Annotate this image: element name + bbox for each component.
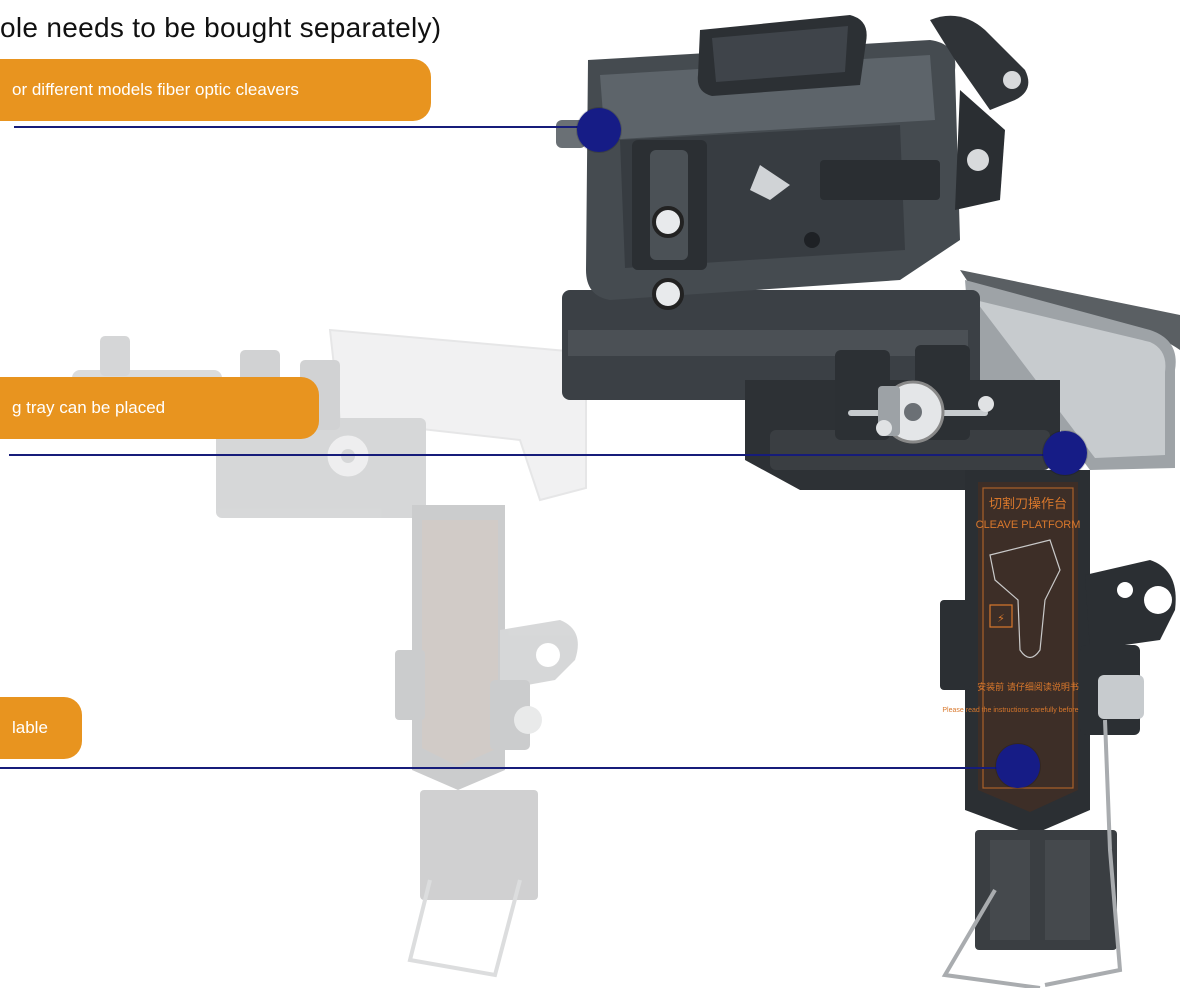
callout-cleaver-compatibility-text: or different models fiber optic cleavers <box>12 80 299 99</box>
hotspot-tray <box>1043 431 1087 475</box>
platform-label-en: CLEAVE PLATFORM <box>976 519 1081 531</box>
svg-text:⚡: ⚡ <box>997 612 1005 625</box>
cleave-platform-image: 切割刀操作台 CLEAVE PLATFORM ⚡ 安装前 请仔细阅读说明书 Pl… <box>556 15 1180 988</box>
platform-warning-en: Please read the instructions carefully b… <box>942 707 1113 714</box>
feature-headline: ole needs to be bought separately) <box>0 12 442 43</box>
hotspot-adjustable <box>996 744 1040 788</box>
platform-warning-cn: 安装前 请仔细阅读说明书 <box>977 681 1079 693</box>
hotspot-cleaver <box>577 108 621 152</box>
callout-tray-placement: g tray can be placed <box>0 377 319 439</box>
connector-line-adjustable <box>0 767 1000 769</box>
callout-cleaver-compatibility: or different models fiber optic cleavers <box>0 59 431 121</box>
connector-line-tray <box>9 454 1054 456</box>
connector-line-cleaver <box>14 126 592 128</box>
callout-tray-placement-text: g tray can be placed <box>12 398 166 417</box>
callout-adjustable-text: lable <box>12 718 48 737</box>
platform-label-cn: 切割刀操作台 <box>989 496 1067 512</box>
callout-adjustable: lable <box>0 697 82 759</box>
